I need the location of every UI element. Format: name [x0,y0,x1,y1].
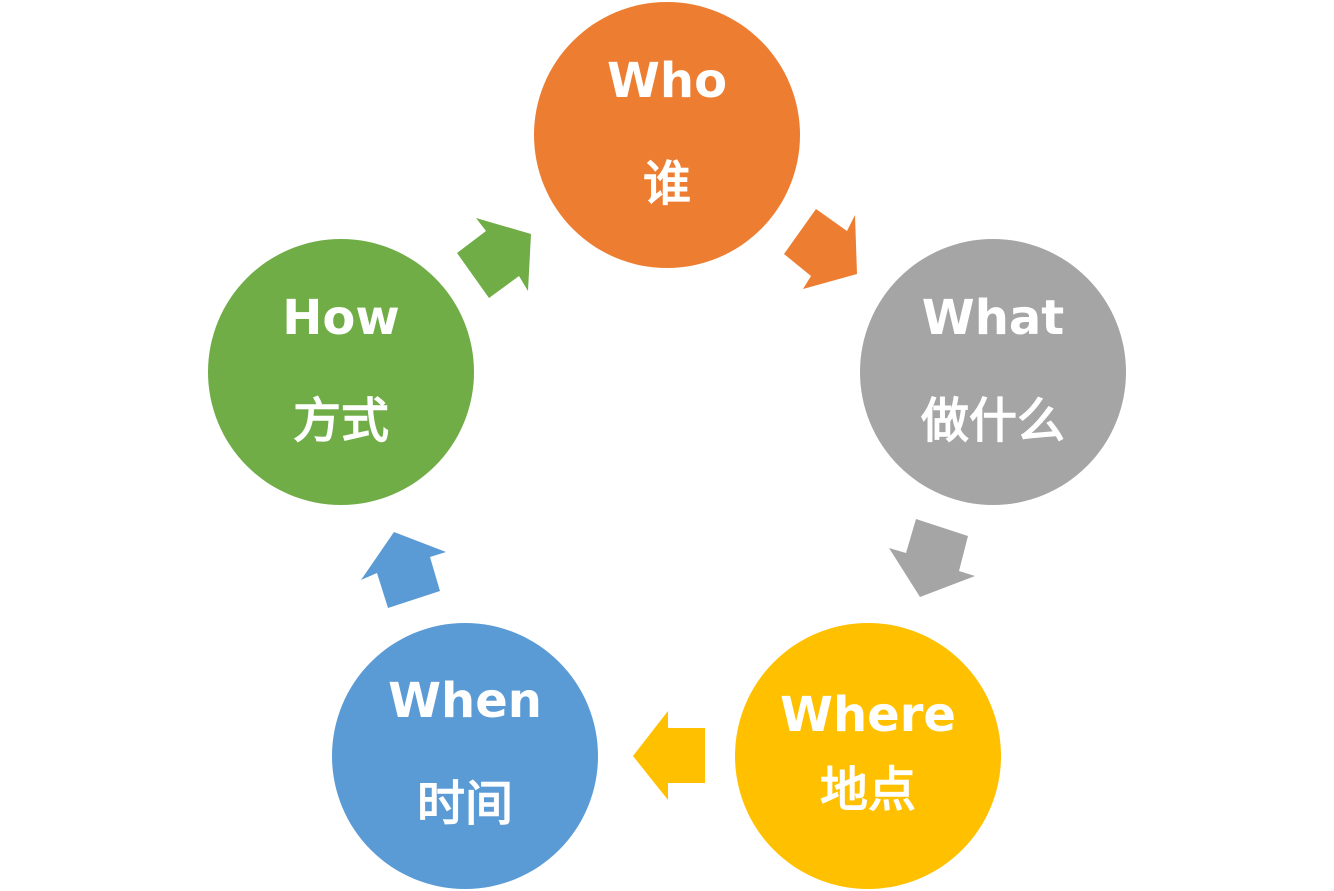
node-who-circle [534,2,800,268]
node-what-label-cn: 做什么 [920,393,1065,449]
arrow-when-to-how [361,532,446,608]
node-where: Where 地点 [735,623,1001,889]
node-how: How 方式 [208,239,474,505]
node-how-circle [208,239,474,505]
node-where-circle [735,623,1001,889]
arrow-how-to-who [457,218,531,298]
arrow-where-to-when [633,711,705,800]
node-who: Who 谁 [534,2,800,268]
node-where-label-en: Where [780,687,956,743]
node-what: What 做什么 [860,239,1126,505]
node-who-label-en: Who [607,53,727,109]
node-how-label-en: How [282,290,400,346]
arrows-layer [361,209,975,800]
node-what-label-en: What [922,290,1064,346]
node-how-label-cn: 方式 [293,393,389,449]
arrow-who-to-what [784,209,857,289]
arrow-what-to-where [889,519,975,597]
node-when-circle [332,623,598,889]
node-who-label-cn: 谁 [643,156,691,212]
node-what-circle [860,239,1126,505]
node-where-label-cn: 地点 [820,762,916,818]
node-when-label-cn: 时间 [417,776,513,832]
node-when-label-en: When [388,673,542,729]
node-when: When 时间 [332,623,598,889]
